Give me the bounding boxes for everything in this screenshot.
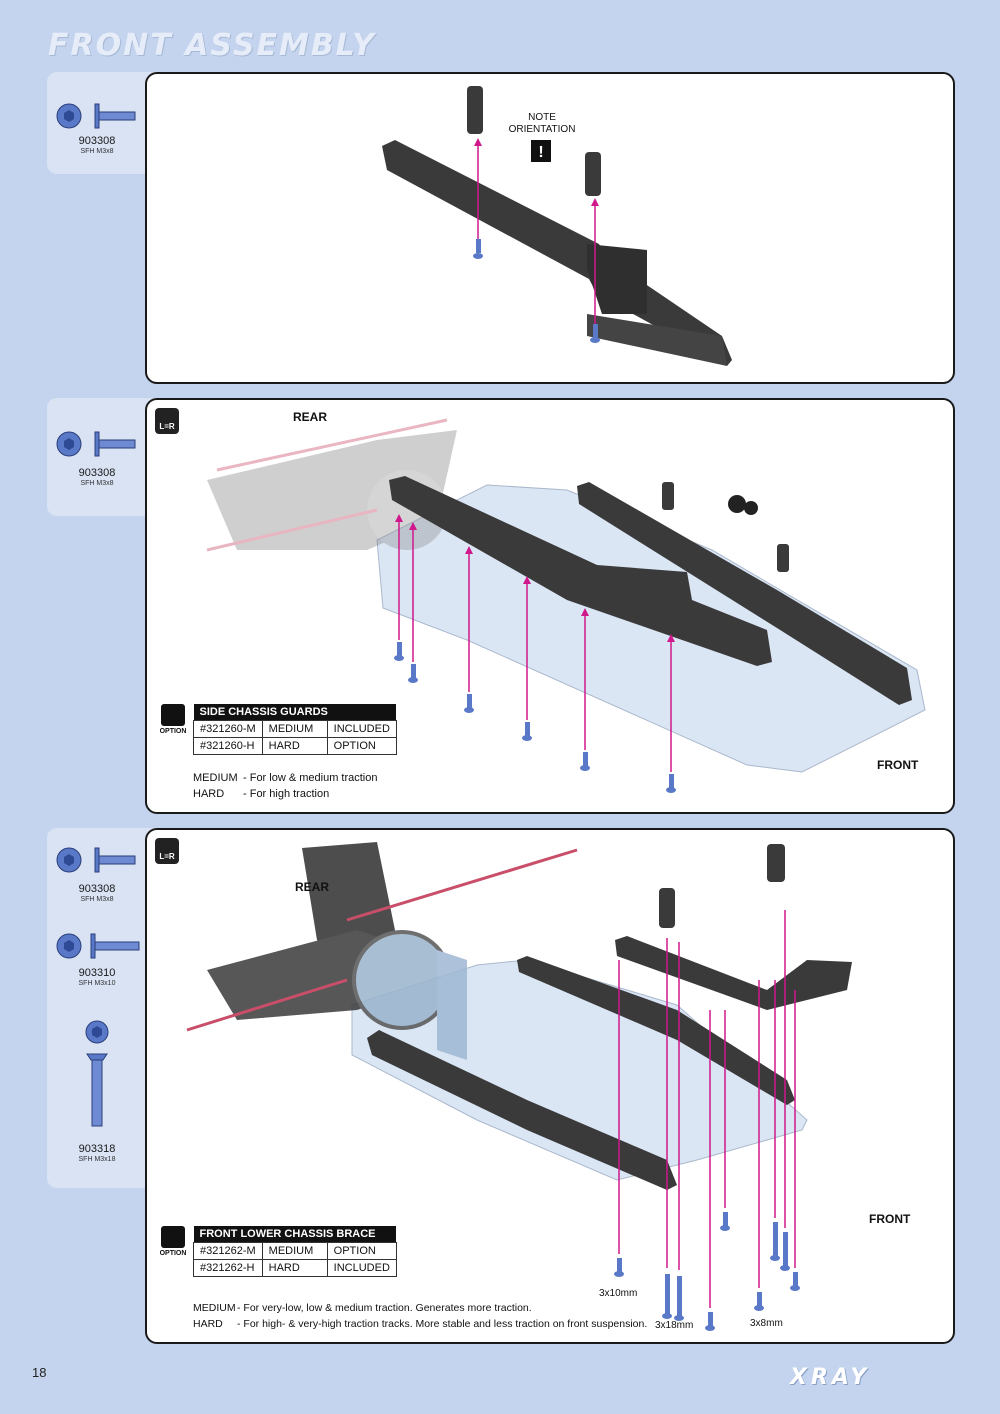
option-icon: OPTION [157, 704, 189, 735]
option-icon: OPTION [157, 1226, 189, 1257]
note-text: - For very-low, low & medium traction. G… [237, 1302, 532, 1314]
table-cell: HARD [261, 1259, 328, 1277]
rear-label: REAR [295, 880, 330, 894]
note-text: - For low & medium traction [243, 772, 378, 784]
note-key: MEDIUM [193, 1302, 236, 1314]
table-title: SIDE CHASSIS GUARDS [193, 704, 397, 721]
screw-size-label: 3x10mm [599, 1288, 638, 1299]
part-code: 903310 [78, 967, 116, 979]
option-table: FRONT LOWER CHASSIS BRACE #321262-M MEDI… [193, 1226, 397, 1277]
page-title: FRONT ASSEMBLY [48, 28, 376, 63]
screw-size-label: 3x18mm [655, 1320, 694, 1331]
lr-label: L=R [159, 852, 175, 861]
parts-bag-step2: 903308 SFH M3x8 [47, 398, 157, 516]
screw-size-label: 3x8mm [750, 1318, 783, 1329]
screw-icon [56, 847, 136, 873]
chassis-guard-diagram: ! [382, 86, 732, 366]
part-desc: SFH M3x18 [78, 1156, 116, 1163]
parts-bag-step3: 903308 SFH M3x8 903310 SFH M3x10 903318 … [47, 828, 157, 1188]
brand-logo: XRAY [790, 1365, 871, 1390]
note-text: - For high traction [243, 788, 330, 800]
table-row: #321260-H HARD OPTION [193, 737, 397, 755]
front-label: FRONT [869, 1212, 911, 1226]
front-label: FRONT [877, 758, 919, 772]
note-label: NOTE [528, 112, 556, 123]
note-text: - For high- & very-high traction tracks.… [237, 1318, 648, 1330]
table-title: FRONT LOWER CHASSIS BRACE [193, 1226, 397, 1243]
thumbs-up-icon [161, 704, 185, 726]
option-notes: MEDIUM- For very-low, low & medium tract… [193, 1300, 647, 1332]
option-notes: MEDIUM - For low & medium traction HARD - … [193, 770, 377, 802]
part-desc: SFH M3x8 [80, 480, 114, 487]
part-desc: SFH M3x10 [78, 980, 116, 987]
orientation-label: ORIENTATION [508, 124, 576, 135]
part-code: 903308 [78, 883, 116, 895]
note-key: HARD [193, 788, 225, 800]
note-key: HARD [193, 1318, 223, 1330]
step2-panel: L=R REAR FRONT OPTION SIDE CHASSIS GUARD… [145, 398, 955, 814]
table-row: #321260-M MEDIUM INCLUDED [193, 720, 397, 738]
table-cell: HARD [261, 737, 328, 755]
part-code: 903308 [78, 467, 116, 479]
table-cell: #321262-H [193, 1259, 263, 1277]
lr-label: L=R [159, 422, 175, 431]
table-cell: INCLUDED [326, 1259, 397, 1277]
svg-text:!: ! [538, 144, 543, 161]
table-row: #321262-M MEDIUM OPTION [193, 1242, 397, 1260]
table-cell: #321262-M [193, 1242, 263, 1260]
screw-icon [56, 933, 140, 959]
step1-panel: ! NOTE ORIENTATION [145, 72, 955, 384]
table-cell: MEDIUM [261, 1242, 328, 1260]
screw-icon [56, 431, 136, 457]
chassis-assembly-diagram [206, 418, 926, 793]
rear-label: REAR [293, 410, 328, 424]
lr-symmetry-icon: L=R [155, 838, 179, 864]
table-cell: INCLUDED [326, 720, 397, 738]
thumbs-up-icon [161, 1226, 185, 1248]
table-cell: MEDIUM [261, 720, 328, 738]
step3-panel: L=R REAR FRONT OPTION FRONT LOWER CHASSI… [145, 828, 955, 1344]
long-screw-icon [85, 1020, 109, 1127]
table-cell: #321260-M [193, 720, 263, 738]
option-table: SIDE CHASSIS GUARDS #321260-M MEDIUM INC… [193, 704, 397, 755]
part-desc: SFH M3x8 [80, 148, 114, 155]
part-code: 903308 [78, 135, 116, 147]
option-label: OPTION [159, 1250, 187, 1257]
table-cell: #321260-H [193, 737, 263, 755]
front-brace-diagram [186, 842, 852, 1331]
page-number: 18 [32, 1365, 47, 1380]
option-label: OPTION [159, 728, 187, 735]
lr-symmetry-icon: L=R [155, 408, 179, 434]
note-key: MEDIUM [193, 772, 238, 784]
part-code: 903318 [78, 1143, 116, 1155]
table-cell: OPTION [326, 737, 397, 755]
table-cell: OPTION [326, 1242, 397, 1260]
table-row: #321262-H HARD INCLUDED [193, 1259, 397, 1277]
parts-bag-step1: 903308 SFH M3x8 [47, 72, 157, 174]
screw-icon [56, 103, 136, 129]
part-desc: SFH M3x8 [80, 896, 114, 903]
